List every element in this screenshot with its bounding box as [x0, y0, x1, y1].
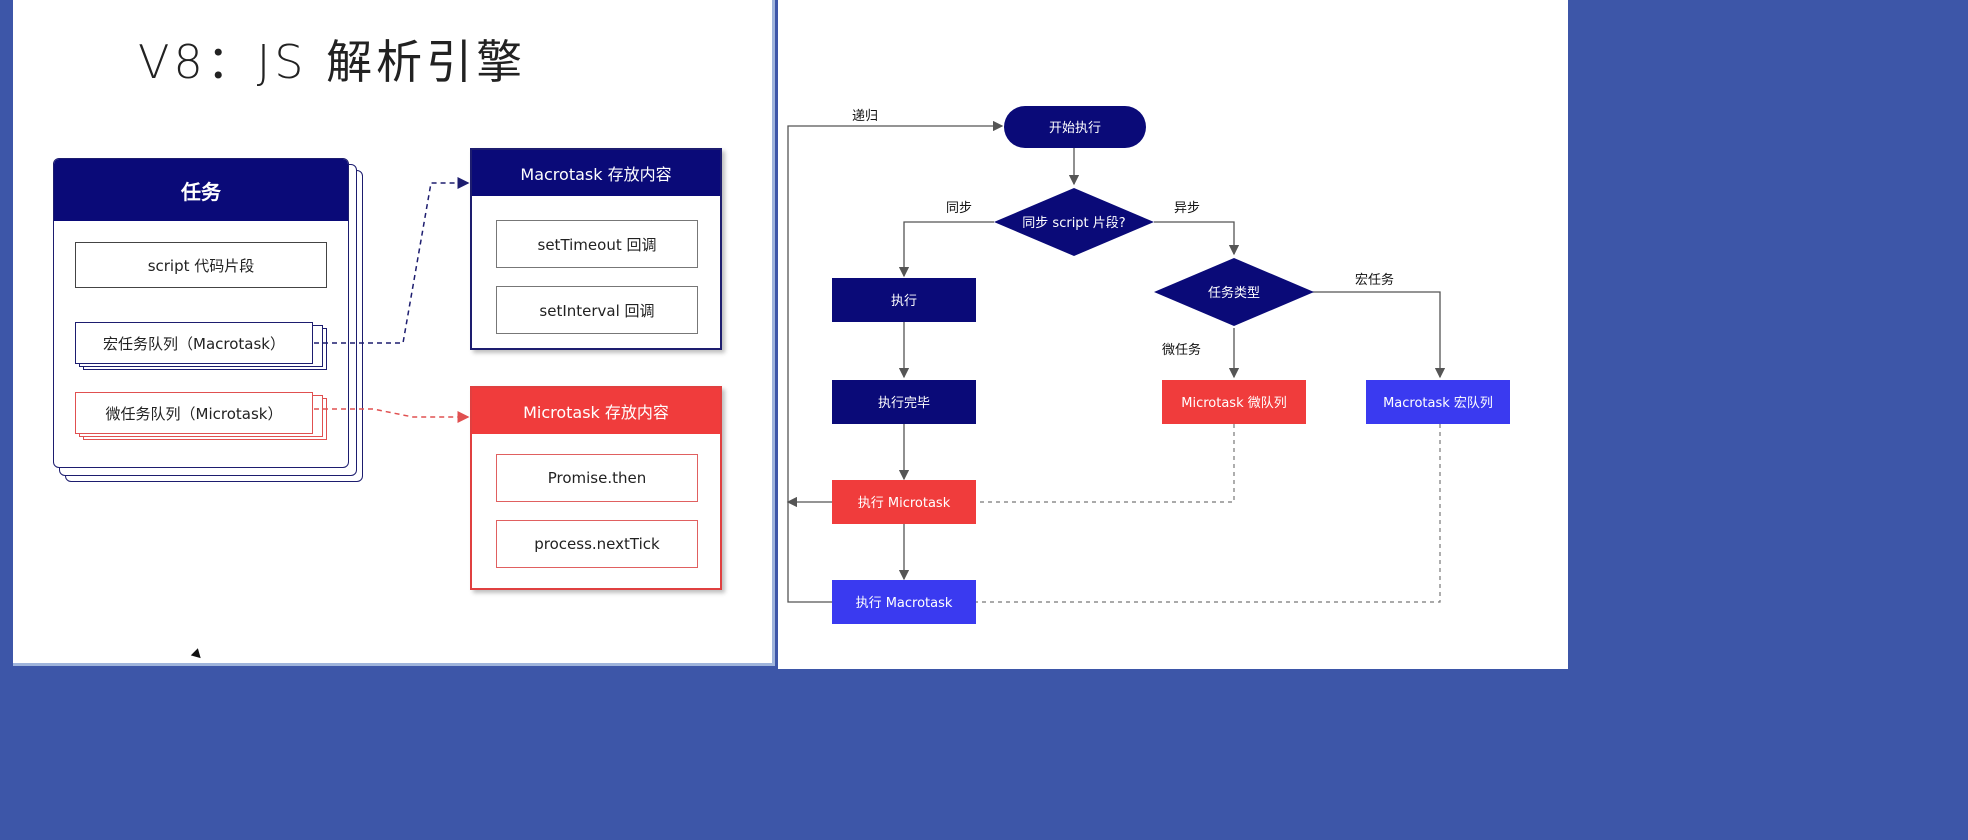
decision-sync-node: 同步 script 片段?: [994, 188, 1154, 256]
script-snippet-label: script 代码片段: [147, 256, 255, 275]
execute-done-label: 执行完毕: [878, 396, 930, 411]
exec-macro-node: 执行 Macrotask: [832, 580, 976, 624]
decision-type-label: 任务类型: [1208, 285, 1260, 301]
flowchart-panel: 开始执行 同步 script 片段? 同步 异步 执行 执行完毕 任务类型 宏任…: [778, 0, 1568, 669]
flowchart: 开始执行 同步 script 片段? 同步 异步 执行 执行完毕 任务类型 宏任…: [786, 106, 1510, 624]
macrotask-panel: Macrotask 存放内容 setTimeout 回调 setInterval…: [470, 148, 722, 350]
start-node: 开始执行: [1004, 106, 1146, 148]
label-recursion: 递归: [852, 109, 878, 124]
page-title: V8：JS 解析引擎: [138, 35, 527, 89]
exec-macro-label: 执行 Macrotask: [856, 596, 953, 611]
label-async: 异步: [1174, 201, 1200, 216]
label-sync: 同步: [946, 201, 972, 216]
microtask-panel: Microtask 存放内容 Promise.then process.next…: [470, 386, 722, 590]
execute-node: 执行: [832, 278, 976, 322]
macro-queue-label: 宏任务队列（Macrotask）: [103, 334, 285, 353]
left-panel: V8：JS 解析引擎 任务 script 代码片段 宏任务队列（Macrotas…: [13, 0, 775, 666]
left-connectors: [314, 177, 470, 423]
micro-connector: [314, 408, 470, 423]
decision-sync-label: 同步 script 片段?: [1022, 216, 1125, 231]
task-card-header: 任务: [54, 159, 348, 221]
decision-type-node: 任务类型: [1154, 258, 1314, 326]
next-tick-box: process.nextTick: [496, 520, 698, 568]
microtask-panel-header: Microtask 存放内容: [472, 388, 720, 434]
micro-queue-label: Microtask 微队列: [1181, 396, 1287, 411]
micro-queue-node: Microtask 微队列: [1162, 380, 1306, 424]
micro-queue-label: 微任务队列（Microtask）: [105, 404, 283, 423]
macro-connector: [314, 177, 470, 344]
micro-queue-box: 微任务队列（Microtask）: [75, 392, 313, 434]
set-interval-box: setInterval 回调: [496, 286, 698, 334]
promise-then-box: Promise.then: [496, 454, 698, 502]
execute-label: 执行: [891, 294, 917, 309]
exec-micro-label: 执行 Microtask: [858, 496, 951, 511]
macrotask-panel-header: Macrotask 存放内容: [472, 150, 720, 196]
set-timeout-box: setTimeout 回调: [496, 220, 698, 268]
label-micro: 微任务: [1162, 342, 1201, 358]
exec-micro-node: 执行 Microtask: [832, 480, 976, 524]
label-macro: 宏任务: [1355, 272, 1394, 288]
macro-queue-node: Macrotask 宏队列: [1366, 380, 1510, 424]
macro-queue-box: 宏任务队列（Macrotask）: [75, 322, 313, 364]
macro-queue-label: Macrotask 宏队列: [1383, 396, 1493, 411]
start-node-label: 开始执行: [1049, 121, 1101, 136]
execute-done-node: 执行完毕: [832, 380, 976, 424]
script-snippet-box: script 代码片段: [75, 242, 327, 288]
